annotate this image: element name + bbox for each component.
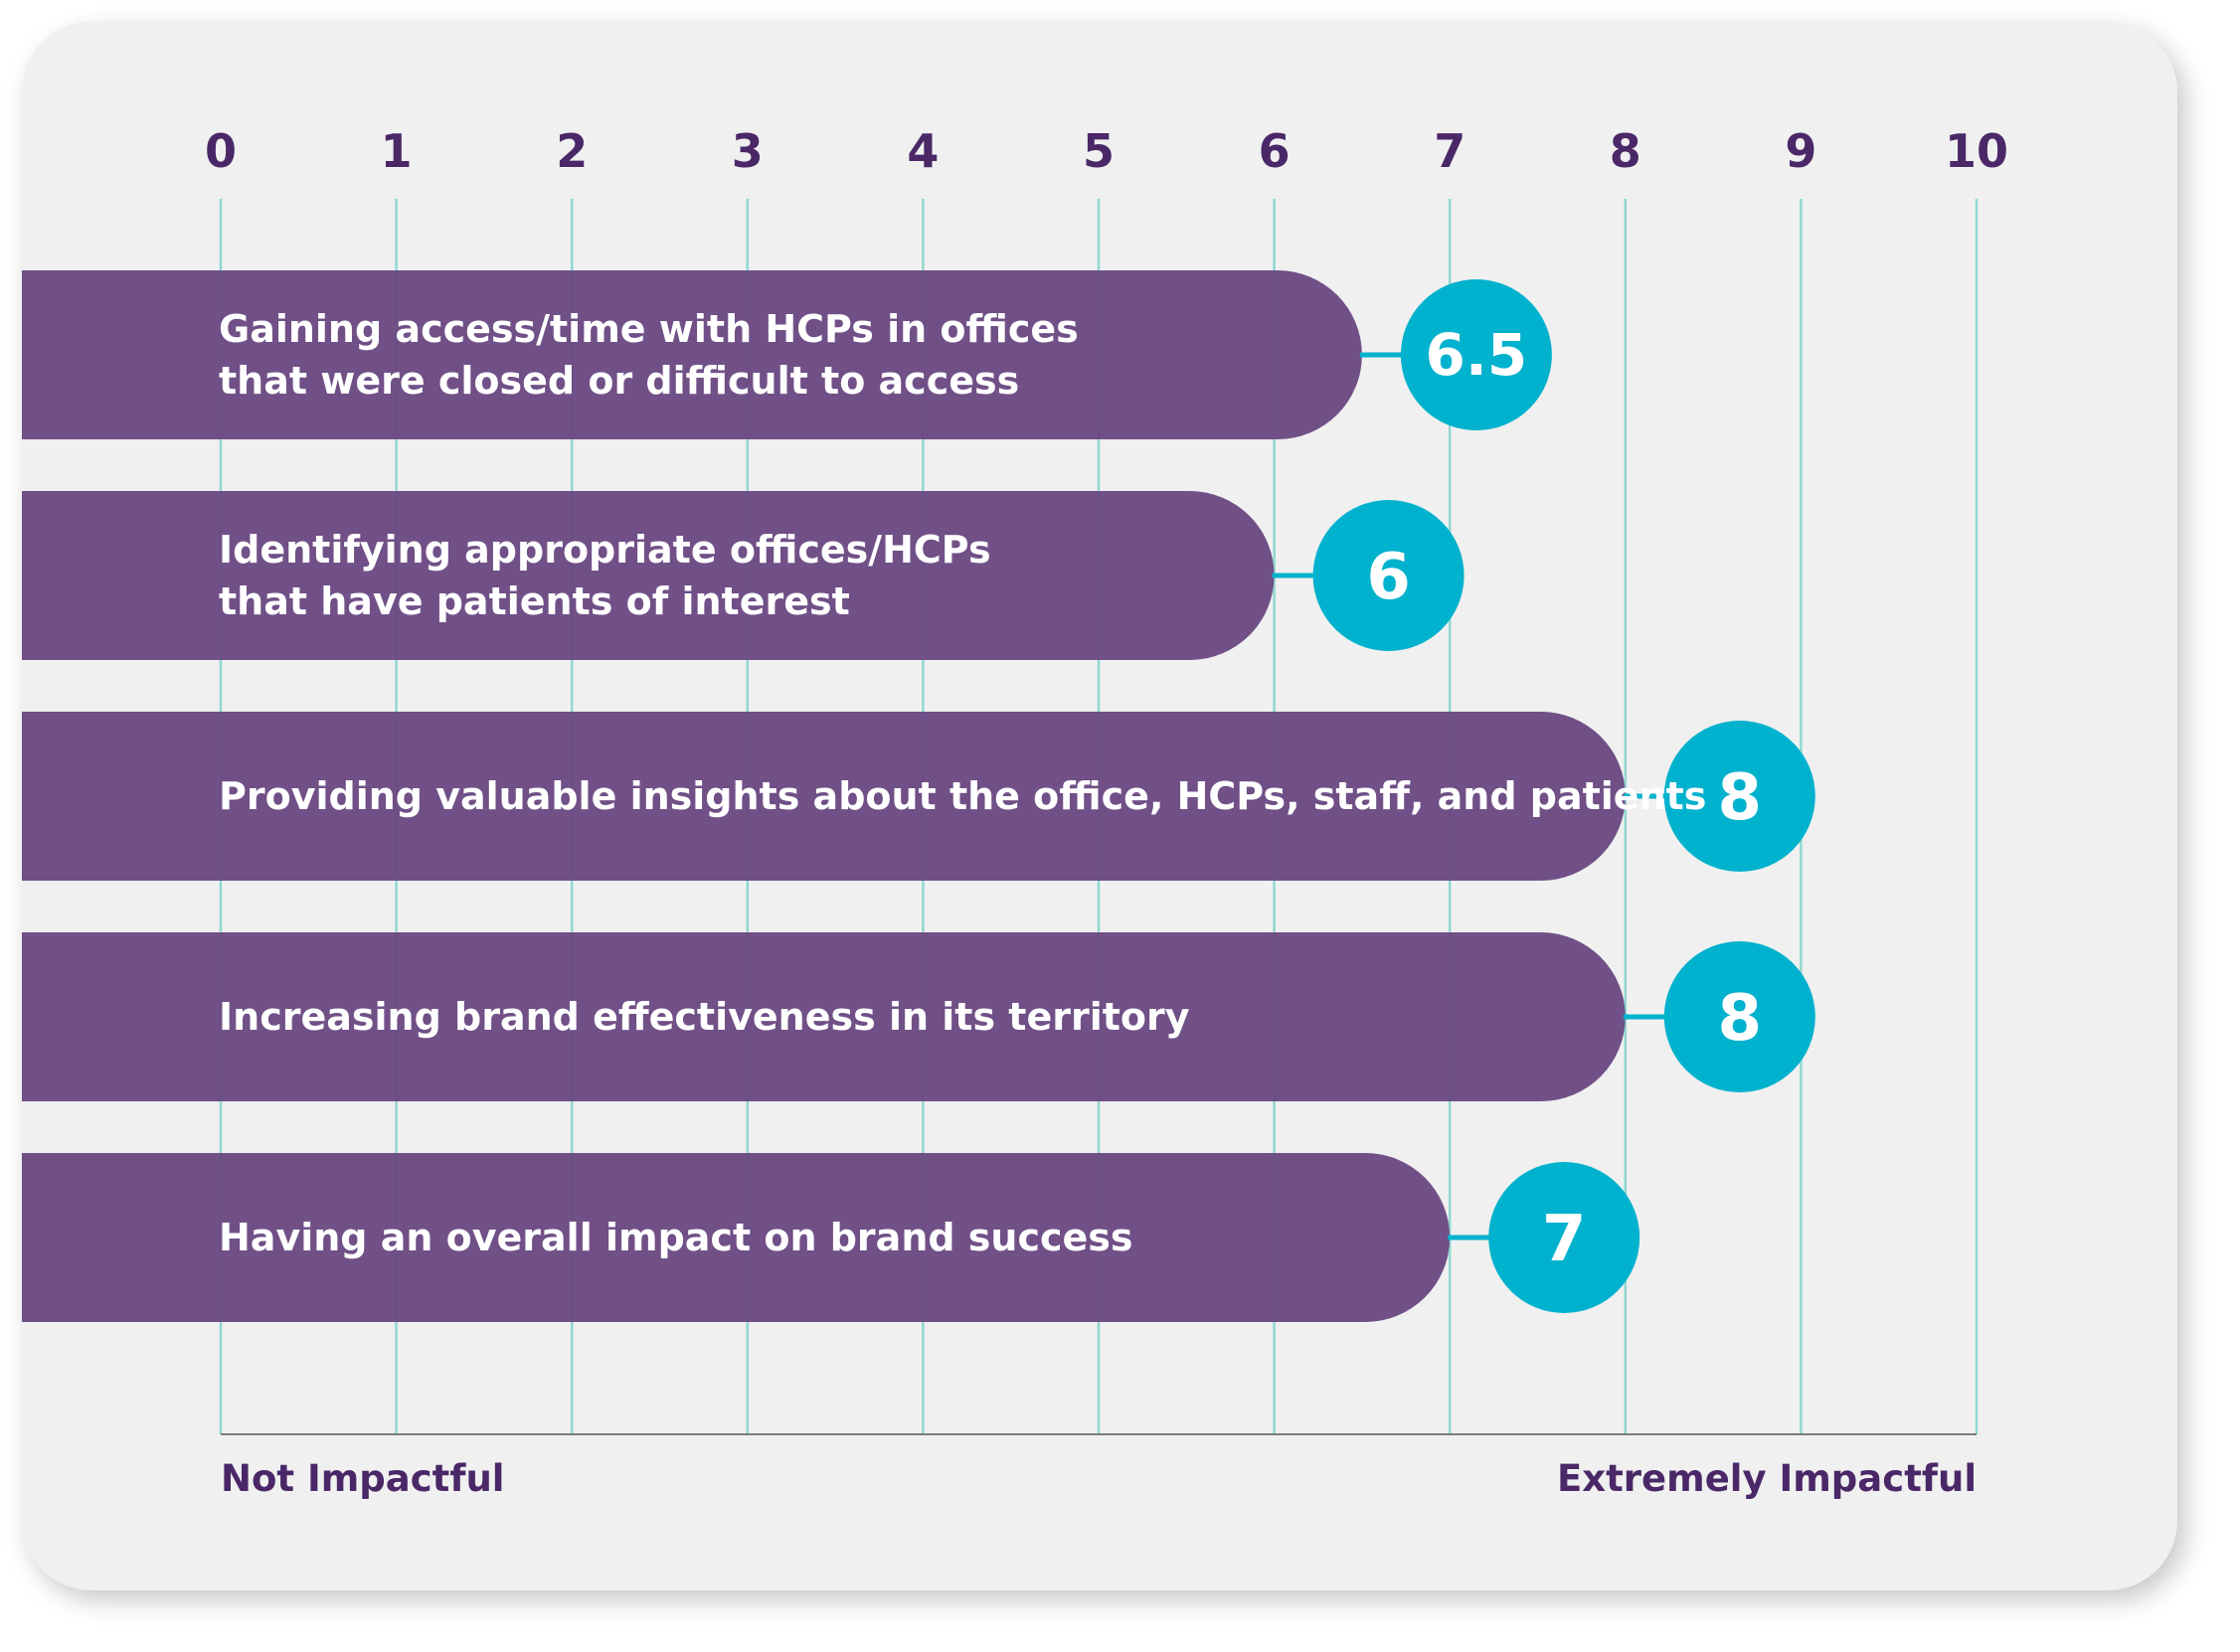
x-tick-label: 1: [381, 124, 413, 178]
scale-min-label: Not Impactful: [221, 1457, 504, 1500]
x-axis-tick-labels: 0 1 2 3 4 5 6 7 8 9 10: [205, 124, 2008, 178]
bar: [22, 270, 1362, 439]
x-tick-label: 5: [1083, 124, 1115, 178]
x-tick-label: 8: [1610, 124, 1641, 178]
value-label: 7: [1542, 1203, 1587, 1276]
x-tick-label: 3: [732, 124, 764, 178]
bar-row: 6.5 Gaining access/time with HCPs in offi…: [22, 270, 1552, 439]
value-label: 6: [1366, 541, 1411, 614]
bar-row: 8 Increasing brand effectiveness in its t…: [22, 932, 1815, 1101]
value-label: 6.5: [1426, 321, 1528, 389]
bar-category-label: Gaining access/time with HCPs in offices: [219, 307, 1079, 351]
scale-labels: Not Impactful Extremely Impactful: [221, 1457, 1977, 1500]
bar-category-label: Providing valuable insights about the of…: [219, 774, 1706, 818]
x-tick-label: 2: [556, 124, 588, 178]
bar-category-label: that have patients of interest: [219, 579, 850, 623]
bar: [22, 491, 1275, 660]
bar-category-label: Identifying appropriate offices/HCPs: [219, 528, 991, 572]
x-tick-label: 4: [907, 124, 939, 178]
bar: [22, 932, 1626, 1101]
value-label: 8: [1718, 761, 1763, 835]
x-tick-label: 10: [1945, 124, 2008, 178]
value-bubble: [1663, 941, 1815, 1092]
value-bubble: [1663, 721, 1815, 872]
x-tick-label: 9: [1785, 124, 1816, 178]
value-bubble: [1400, 279, 1552, 430]
bar-row: 7 Having an overall impact on brand succe…: [22, 1153, 1640, 1322]
bar-row: 6 Identifying appropriate offices/HCPs tha…: [22, 491, 1465, 660]
bar-category-label: Increasing brand effectiveness in its te…: [219, 995, 1190, 1039]
scale-max-label: Extremely Impactful: [1557, 1457, 1977, 1500]
bar: [22, 1153, 1451, 1322]
value-bubble: [1488, 1162, 1640, 1313]
bar-category-label: Having an overall impact on brand succes…: [219, 1216, 1133, 1259]
x-tick-label: 0: [205, 124, 237, 178]
bar: [22, 712, 1626, 881]
x-tick-label: 7: [1434, 124, 1465, 178]
x-tick-label: 6: [1259, 124, 1291, 178]
value-label: 8: [1718, 982, 1763, 1056]
bar-category-label: that were closed or difficult to access: [219, 359, 1019, 403]
bar-row: 8 Providing valuable insights about the o…: [22, 712, 1815, 881]
value-bubble: [1312, 500, 1465, 651]
bars: 6.5 Gaining access/time with HCPs in offi…: [22, 270, 1815, 1322]
